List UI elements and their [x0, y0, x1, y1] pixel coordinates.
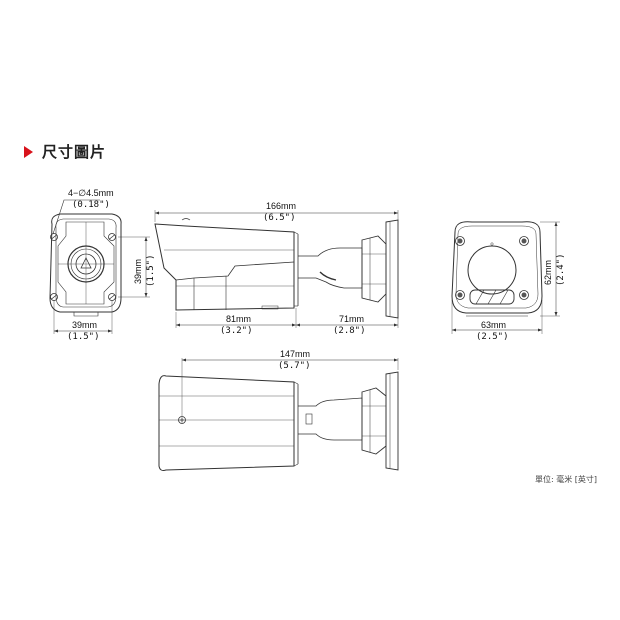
bracket-length-mm: 71mm	[339, 314, 364, 324]
screw-icon	[455, 290, 465, 300]
bottom-length-in: (5.7")	[278, 361, 311, 371]
mount-hole-icon	[108, 293, 116, 301]
bottom-length-mm: 147mm	[280, 349, 310, 359]
back-mount-view	[49, 199, 150, 334]
mount-hole-icon	[50, 293, 58, 301]
bracket-length-in: (2.8")	[333, 326, 366, 336]
front-height-in: (2.4")	[556, 253, 566, 286]
body-length-in: (3.2")	[220, 326, 253, 336]
screw-icon	[519, 290, 529, 300]
red-triangle-marker-icon	[24, 145, 33, 158]
front-width-mm: 63mm	[481, 320, 506, 330]
units-note: 單位: 毫米 [英寸]	[535, 475, 598, 484]
back-width-mm: 39mm	[72, 320, 97, 330]
body-length-mm: 81mm	[226, 314, 251, 324]
front-height-mm: 62mm	[543, 260, 553, 285]
mount-hole-icon	[108, 233, 116, 241]
mount-hole-icon	[50, 233, 58, 241]
screw-icon	[455, 236, 465, 246]
front-view	[451, 221, 560, 334]
screw-icon	[519, 236, 529, 246]
back-height-in: (1.5")	[146, 254, 156, 287]
hole-label-in: (0.18")	[72, 200, 110, 210]
hole-label: 4−∅4.5mm	[68, 188, 114, 198]
back-width-in: (1.5")	[67, 332, 100, 342]
back-height-mm: 39mm	[133, 259, 143, 284]
side-view-top	[154, 210, 399, 328]
section-header: 尺寸圖片	[24, 141, 106, 162]
total-length-in: (6.5")	[263, 213, 296, 223]
side-view-bottom	[158, 358, 399, 471]
total-length-mm: 166mm	[266, 201, 296, 211]
screw-icon	[178, 416, 186, 424]
section-title: 尺寸圖片	[42, 143, 107, 161]
front-width-in: (2.5")	[476, 332, 509, 342]
